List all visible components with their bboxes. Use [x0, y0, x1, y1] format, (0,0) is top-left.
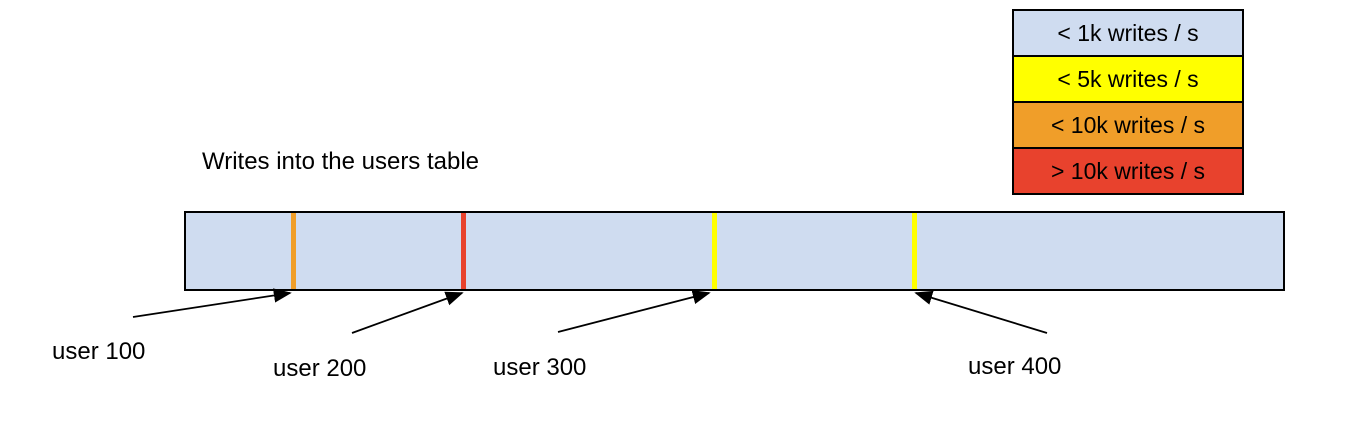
user-label: user 200 — [273, 355, 367, 382]
label-pointer-arrow — [557, 290, 711, 333]
legend-item-label: > 10k writes / s — [1050, 157, 1206, 184]
write-hotspot-marker — [461, 213, 466, 289]
label-pointer-arrow — [351, 291, 464, 334]
user-label: user 100 — [52, 338, 146, 365]
user-label: user 400 — [968, 353, 1062, 380]
write-hotspot-marker — [912, 213, 917, 289]
write-hotspot-marker — [291, 213, 296, 289]
label-pointer-arrow — [914, 290, 1048, 334]
diagram-title: Writes into the users table — [202, 148, 480, 175]
users-table-bar — [184, 211, 1285, 291]
user-label: user 300 — [493, 354, 587, 381]
write-hotspot-marker — [712, 213, 717, 289]
legend-item: < 1k writes / s — [1014, 11, 1242, 55]
legend-item-label: < 10k writes / s — [1050, 111, 1206, 138]
legend-item: > 10k writes / s — [1014, 147, 1242, 193]
legend-item-label: < 1k writes / s — [1057, 19, 1199, 46]
legend-item-label: < 5k writes / s — [1057, 65, 1199, 92]
label-pointer-arrow — [132, 288, 292, 318]
write-rate-legend: < 1k writes / s < 5k writes / s < 10k writ… — [1012, 9, 1244, 195]
legend-item: < 10k writes / s — [1014, 101, 1242, 147]
legend-item: < 5k writes / s — [1014, 55, 1242, 101]
